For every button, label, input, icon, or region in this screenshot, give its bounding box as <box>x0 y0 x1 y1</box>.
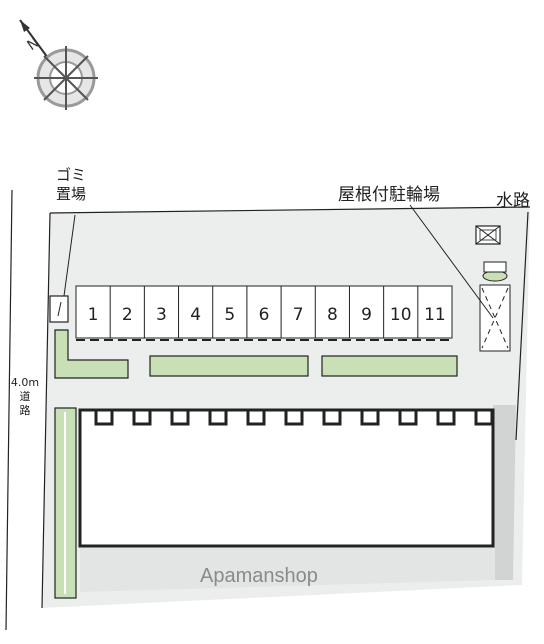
building-notch <box>474 408 494 426</box>
building-notch <box>132 408 152 426</box>
building-notch <box>246 408 266 426</box>
parking-stall-5: 5 <box>224 305 235 325</box>
building-notch <box>94 408 114 426</box>
building-notch <box>436 408 456 426</box>
watermark-text: Apamanshop <box>200 565 318 587</box>
road-edge-line <box>5 189 13 631</box>
bicycle-parking-label: 屋根付駐輪場 <box>338 185 440 205</box>
parking-stall-8: 8 <box>327 305 338 325</box>
parking-stall-9: 9 <box>361 305 372 325</box>
green-strip-right <box>321 355 458 377</box>
road-label-line1: 道 <box>19 390 31 403</box>
building-notch <box>398 408 418 426</box>
road-label-line2: 路 <box>19 404 31 417</box>
road-label: 4.0m 道 路 <box>10 376 40 418</box>
parking-stall-1: 1 <box>88 305 99 325</box>
lot-edge-right <box>493 405 516 580</box>
parking-stall-7: 7 <box>293 305 304 325</box>
green-strip-left <box>54 329 129 379</box>
garbage-label-line2: 置場 <box>56 185 87 203</box>
building-notch <box>208 408 228 426</box>
parking-stall-2: 2 <box>122 305 133 325</box>
compass-north-label: N <box>24 35 42 54</box>
garbage-label-line1: ゴミ <box>56 166 87 184</box>
garbage-area-label: ゴミ 置場 <box>56 166 86 204</box>
building <box>78 408 495 548</box>
bicycle-leader-line <box>409 204 494 319</box>
waterway-label: 水路 <box>496 191 530 211</box>
lot-edge-bottom <box>80 548 495 592</box>
lot-area <box>42 207 530 608</box>
green-strip-middle <box>149 355 309 377</box>
parking-stalls: 1 2 3 4 5 6 7 8 9 10 11 <box>75 285 453 341</box>
building-notch <box>284 408 304 426</box>
compass-icon: N <box>19 19 98 110</box>
bicycle-parking-icon <box>479 261 511 352</box>
waterway-edge-line <box>515 211 529 441</box>
parking-stall-11: 11 <box>424 305 446 325</box>
parking-stall-10: 10 <box>390 305 412 325</box>
building-notch <box>170 408 190 426</box>
building-notch <box>360 408 380 426</box>
parking-stall-4: 4 <box>190 305 201 325</box>
parking-stall-3: 3 <box>156 305 167 325</box>
road-width-label: 4.0m <box>10 376 40 389</box>
garbage-leader-line <box>63 214 76 297</box>
parking-stall-6: 6 <box>259 305 270 325</box>
building-edge-pattern <box>94 408 494 426</box>
building-notch <box>322 408 342 426</box>
meter-box-icon <box>475 225 501 245</box>
